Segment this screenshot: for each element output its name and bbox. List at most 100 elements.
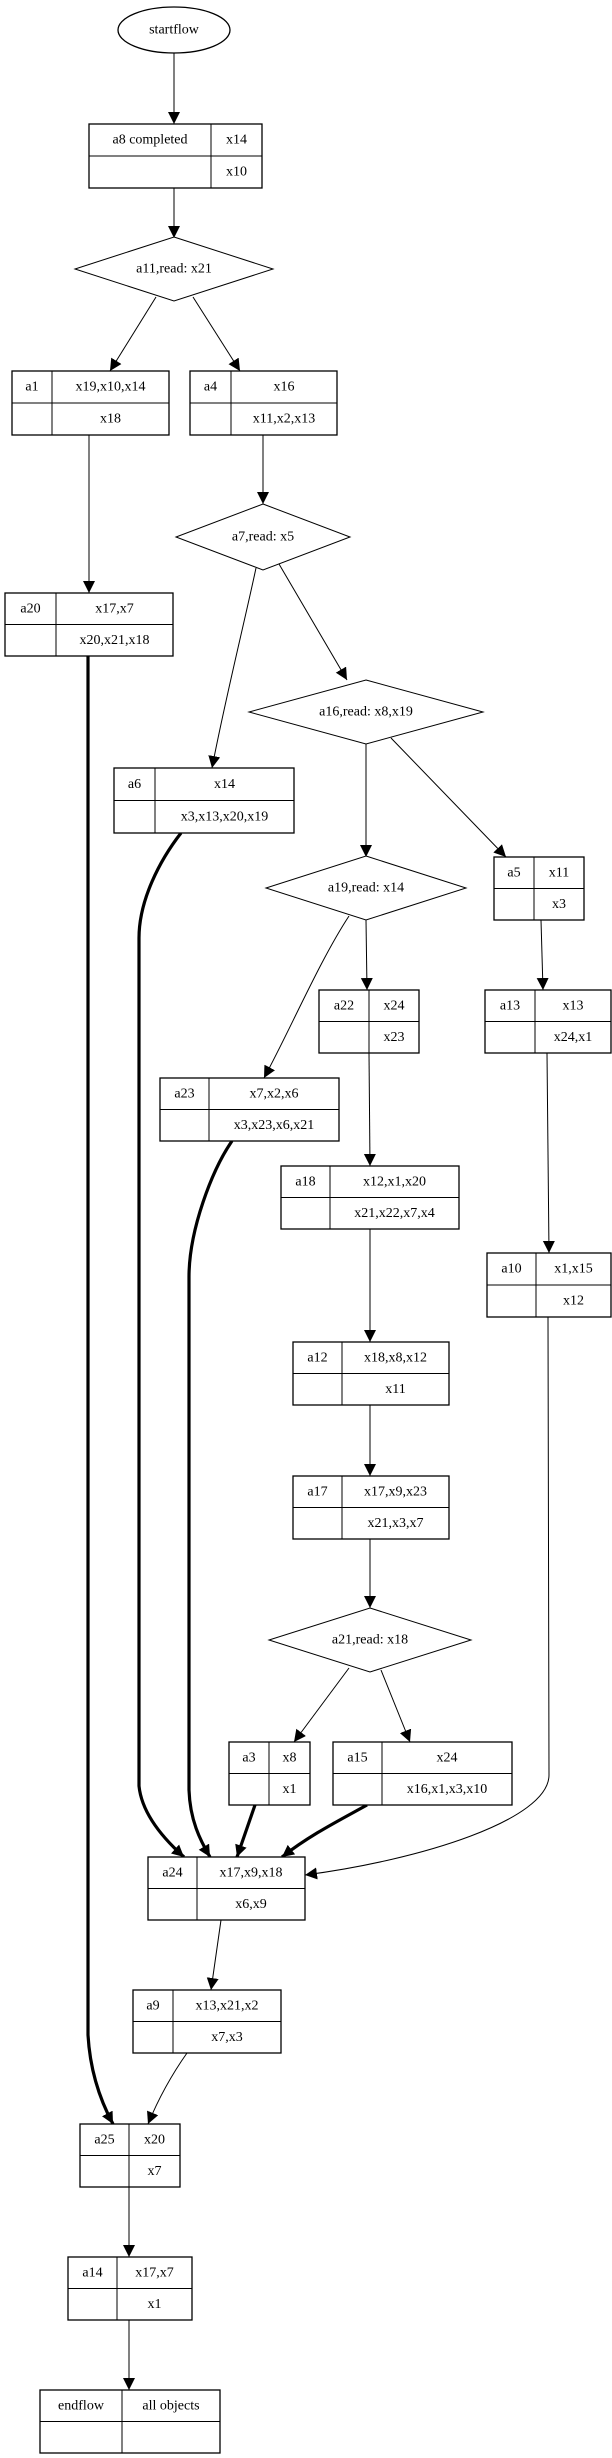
activity-name: a22 xyxy=(334,998,354,1013)
read-objects: x7,x3 xyxy=(211,2030,243,2045)
read-objects: x1 xyxy=(148,2297,162,2312)
activity-name: a6 xyxy=(128,777,141,792)
decision-diamond xyxy=(264,855,468,921)
written-objects: x8 xyxy=(283,1750,297,1765)
edge-a15-to-a24 xyxy=(281,1803,368,1859)
edge-a24-to-a9 xyxy=(206,1919,222,1991)
written-objects: x20 xyxy=(144,2132,165,2147)
written-objects: x1,x15 xyxy=(554,1262,593,1277)
node-a19[interactable]: a19,read: x14 xyxy=(264,855,468,921)
node-a24[interactable]: a24 x17,x9,x18 x6,x9 xyxy=(147,1856,306,1921)
node-endflow[interactable]: endflow all objects xyxy=(39,2389,221,2454)
activity-name: a3 xyxy=(242,1750,255,1765)
node-a25[interactable]: a25 x20 x7 xyxy=(79,2123,181,2188)
written-objects: all objects xyxy=(142,2398,199,2413)
edge-a22-to-a18 xyxy=(363,1052,376,1167)
edge-a19-to-a22 xyxy=(360,919,373,991)
node-a20[interactable]: a20 x17,x7 x20,x21,x18 xyxy=(4,592,174,657)
read-objects: x11 xyxy=(385,1382,405,1397)
node-a14[interactable]: a14 x17,x7 x1 xyxy=(67,2256,193,2321)
activity-name: a12 xyxy=(307,1350,327,1365)
decision-diamond xyxy=(174,503,352,571)
read-objects: x3 xyxy=(552,897,566,912)
written-objects: x24 xyxy=(437,1750,458,1765)
edge-a21-to-a15 xyxy=(380,1669,412,1743)
node-a10[interactable]: a10 x1,x15 x12 xyxy=(486,1252,612,1318)
node-a17[interactable]: a17 x17,x9,x23 x21,x3,x7 xyxy=(292,1475,450,1540)
written-objects: x24 xyxy=(384,998,405,1013)
node-a5[interactable]: a5 x11 x3 xyxy=(493,856,585,921)
edge-a6-to-a24 xyxy=(137,832,186,1859)
node-startflow[interactable]: startflow xyxy=(117,6,231,54)
written-objects: x19,x10,x14 xyxy=(76,380,146,395)
read-objects: x3,x13,x20,x19 xyxy=(181,809,269,824)
read-objects: x3,x23,x6,x21 xyxy=(234,1118,315,1133)
activity-name: a23 xyxy=(174,1086,194,1101)
activity-name: a1 xyxy=(25,380,38,395)
node-a11[interactable]: a11,read: x21 xyxy=(73,236,275,302)
written-objects: x11 xyxy=(549,865,569,880)
written-objects: x13 xyxy=(563,998,584,1013)
activity-name: a18 xyxy=(295,1174,315,1189)
read-objects: x21,x3,x7 xyxy=(368,1516,424,1531)
activity-name: a24 xyxy=(162,1865,182,1880)
node-a22[interactable]: a22 x24 x23 xyxy=(318,989,420,1054)
node-a21[interactable]: a21,read: x18 xyxy=(267,1607,473,1673)
start-label: startflow xyxy=(149,23,200,38)
activity-name: a20 xyxy=(20,601,40,616)
edge-a11-to-a4 xyxy=(192,296,241,372)
decision-label: a21,read: x18 xyxy=(332,1633,408,1648)
edge-a7-to-a6 xyxy=(208,567,257,769)
activity-name: endflow xyxy=(58,2398,105,2413)
read-objects: x12 xyxy=(563,1294,584,1309)
activity-name: a14 xyxy=(82,2265,102,2280)
activity-name: a4 xyxy=(204,380,217,395)
activity-name: a9 xyxy=(146,1998,159,2013)
read-objects: x23 xyxy=(384,1030,405,1045)
read-objects: x6,x9 xyxy=(235,1897,267,1912)
activity-name: a17 xyxy=(307,1484,327,1499)
decision-diamond xyxy=(73,236,275,302)
activity-name: a25 xyxy=(94,2132,114,2147)
node-a1[interactable]: a1 x19,x10,x14 x18 xyxy=(11,370,170,436)
written-objects: x17,x7 xyxy=(135,2265,174,2280)
read-objects: x11,x2,x13 xyxy=(253,412,315,427)
activity-name: a10 xyxy=(501,1262,521,1277)
decision-label: a16,read: x8,x19 xyxy=(319,705,413,720)
edge-a3-to-a24 xyxy=(235,1804,257,1858)
read-objects: x7 xyxy=(148,2164,162,2179)
written-objects: x17,x9,x18 xyxy=(220,1865,283,1880)
edge-a19-to-a23 xyxy=(263,915,350,1079)
read-objects: x10 xyxy=(226,165,247,180)
edge-a10-to-a24 xyxy=(304,1316,550,1880)
activity-name: a15 xyxy=(347,1750,367,1765)
edge-a20-to-a25 xyxy=(86,656,115,2125)
read-objects: x21,x22,x7,x4 xyxy=(354,1206,435,1221)
edge-a11-to-a1 xyxy=(109,296,157,372)
decision-diamond xyxy=(267,1607,473,1673)
activity-name: a5 xyxy=(507,865,520,880)
node-a16[interactable]: a16,read: x8,x19 xyxy=(247,679,485,745)
written-objects: x17,x9,x23 xyxy=(364,1484,427,1499)
read-objects: x20,x21,x18 xyxy=(80,633,150,648)
written-objects: x17,x7 xyxy=(95,601,134,616)
edge-a5-to-a13 xyxy=(536,919,549,991)
read-objects: x18 xyxy=(100,412,121,427)
edge-a23-to-a24 xyxy=(187,1140,234,1858)
node-a7[interactable]: a7,read: x5 xyxy=(174,503,352,571)
edge-a9-to-a25 xyxy=(147,2052,188,2125)
decision-diamond xyxy=(247,679,485,745)
edges-layer xyxy=(83,53,555,2390)
